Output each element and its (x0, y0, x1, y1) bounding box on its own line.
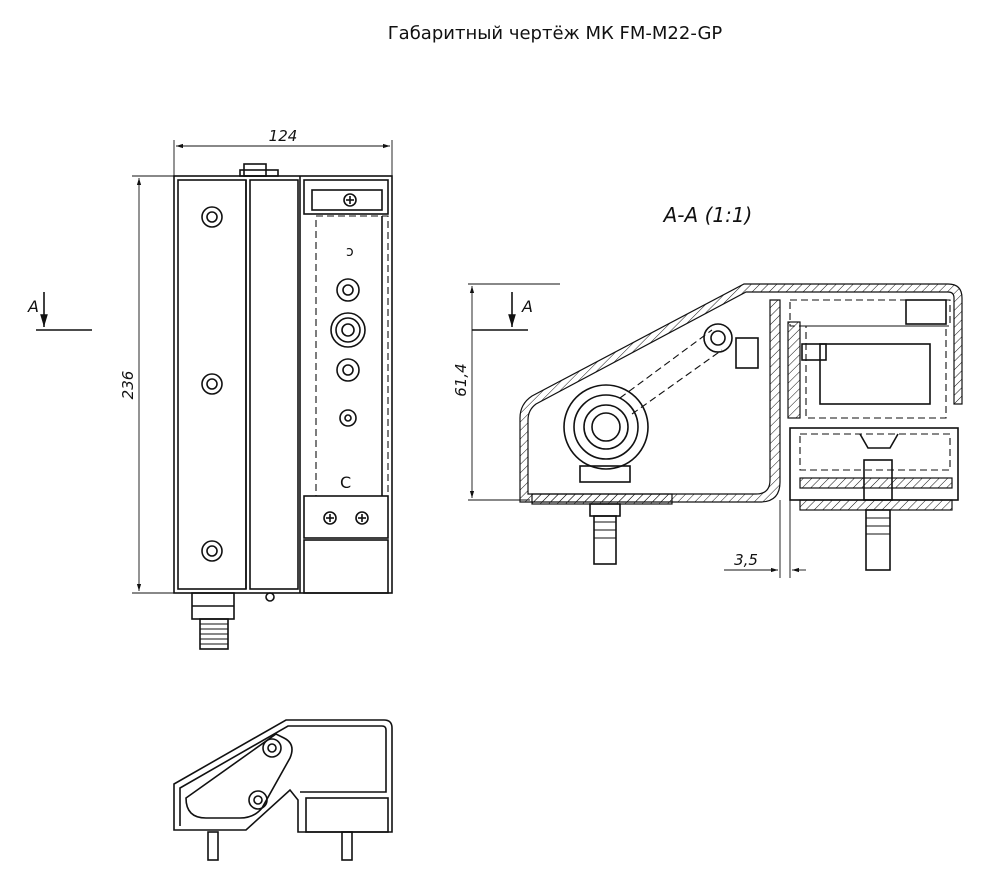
offset-dimension: 3,5 (734, 551, 758, 569)
screw-icon (201, 540, 223, 562)
section-height-dimension: 61,4 (452, 363, 470, 396)
svg-text:ↄ: ↄ (346, 244, 354, 260)
height-dimension: 236 (119, 371, 137, 400)
screw-icon (201, 373, 223, 395)
connector-icon (330, 312, 366, 348)
front-view: 124 236 A ↄ (27, 127, 393, 650)
screw-icon (262, 738, 282, 758)
section-view: A-A (1:1) 61,4 A (452, 203, 963, 578)
drawing-title: Габаритный чертёж МК FM-M22-GP (388, 23, 723, 44)
side-view (173, 719, 393, 861)
svg-text:C: C (340, 473, 351, 492)
section-mark-right: A (521, 297, 533, 316)
screw-icon (248, 790, 268, 810)
section-mark-left: A (27, 297, 39, 316)
section-label: A-A (1:1) (662, 203, 753, 227)
width-dimension: 124 (269, 127, 298, 145)
cable-gland-icon (563, 384, 649, 470)
screw-icon (201, 206, 223, 228)
